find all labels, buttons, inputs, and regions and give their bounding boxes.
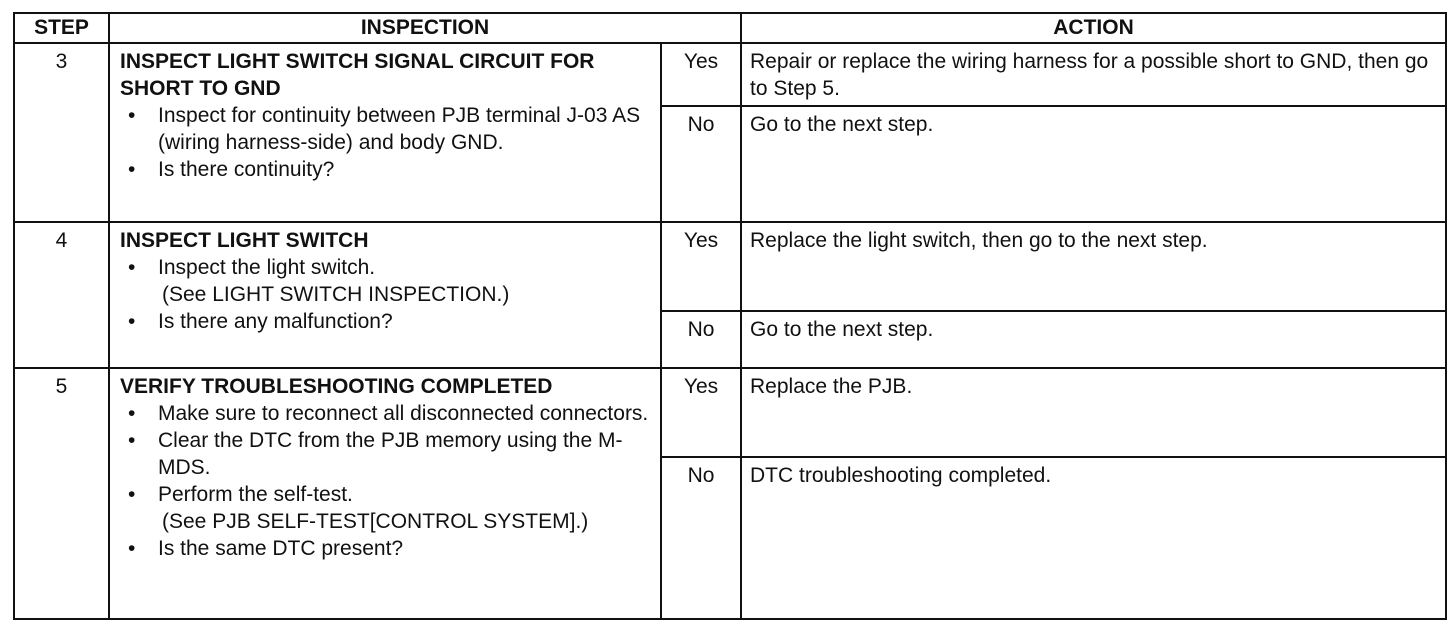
- inspection-cell: INSPECT LIGHT SWITCH • Inspect the light …: [108, 221, 662, 369]
- answer-no: No: [659, 456, 743, 620]
- step-row: 4 INSPECT LIGHT SWITCH • Inspect the ligh…: [13, 221, 1448, 369]
- bullet-item: • Inspect for continuity between PJB term…: [120, 102, 650, 156]
- bullet-text: Inspect for continuity between PJB termi…: [158, 104, 641, 154]
- step-number: 3: [13, 42, 110, 223]
- bullet-item: • Clear the DTC from the PJB memory using…: [120, 427, 650, 481]
- action-text: Replace the PJB.: [740, 367, 1448, 458]
- answer-yes: Yes: [659, 42, 743, 107]
- bullet-item: • Is the same DTC present?: [120, 535, 650, 562]
- action-text: DTC troubleshooting completed.: [740, 456, 1448, 620]
- bullet-text: Is the same DTC present?: [158, 537, 404, 560]
- bullet-item: • Perform the self-test. (See PJB SELF-TES…: [120, 481, 650, 535]
- bullet-glyph: •: [128, 537, 136, 560]
- inspection-cell: VERIFY TROUBLESHOOTING COMPLETED • Make s…: [108, 367, 662, 620]
- header-row: STEP INSPECTION ACTION: [13, 12, 1448, 44]
- bullet-glyph: •: [128, 158, 136, 181]
- bullet-glyph: •: [128, 310, 136, 333]
- bullet-text: Make sure to reconnect all disconnected …: [158, 402, 649, 425]
- answer-no: No: [659, 105, 743, 223]
- header-inspection: INSPECTION: [107, 12, 743, 44]
- bullet-note: (See PJB SELF-TEST[CONTROL SYSTEM].): [162, 510, 589, 533]
- inspection-heading: INSPECT LIGHT SWITCH SIGNAL CIRCUIT FOR …: [120, 50, 595, 100]
- bullet-text: Clear the DTC from the PJB memory using …: [158, 429, 623, 479]
- bullet-text: Inspect the light switch.: [158, 256, 376, 279]
- header-step: STEP: [13, 12, 110, 44]
- action-text: Go to the next step.: [740, 310, 1448, 369]
- bullet-glyph: •: [128, 429, 136, 452]
- troubleshooting-table: STEP INSPECTION ACTION 3 INSPECT LIGHT S…: [13, 12, 1448, 620]
- bullet-item: • Inspect the light switch. (See LIGHT SWI…: [120, 254, 650, 308]
- inspection-heading: VERIFY TROUBLESHOOTING COMPLETED: [120, 375, 553, 398]
- bullet-item: • Is there any malfunction?: [120, 308, 650, 335]
- bullet-item: • Make sure to reconnect all disconnected…: [120, 400, 650, 427]
- bullet-glyph: •: [128, 402, 136, 425]
- result-row: No Go to the next step.: [14, 310, 1448, 369]
- bullet-glyph: •: [128, 483, 136, 506]
- inspection-bullets: • Make sure to reconnect all disconnected…: [120, 400, 650, 562]
- action-text: Repair or replace the wiring harness for…: [740, 42, 1448, 107]
- inspection-bullets: • Inspect for continuity between PJB term…: [120, 102, 650, 183]
- bullet-item: • Is there continuity?: [120, 156, 650, 183]
- bullet-text: Perform the self-test.: [158, 483, 353, 506]
- bullet-glyph: •: [128, 104, 136, 127]
- answer-yes: Yes: [659, 221, 743, 312]
- inspection-cell: INSPECT LIGHT SWITCH SIGNAL CIRCUIT FOR …: [108, 42, 662, 223]
- header-action: ACTION: [740, 12, 1448, 44]
- step-row: 3 INSPECT LIGHT SWITCH SIGNAL CIRCUIT FO…: [13, 42, 1448, 223]
- action-text: Replace the light switch, then go to the…: [740, 221, 1448, 312]
- inspection-heading: INSPECT LIGHT SWITCH: [120, 229, 369, 252]
- answer-yes: Yes: [659, 367, 743, 458]
- bullet-glyph: •: [128, 256, 136, 279]
- step-row: 5 VERIFY TROUBLESHOOTING COMPLETED • Make…: [13, 367, 1448, 620]
- bullet-text: Is there continuity?: [158, 158, 335, 181]
- bullet-note: (See LIGHT SWITCH INSPECTION.): [162, 283, 510, 306]
- step-number: 4: [13, 221, 110, 369]
- answer-no: No: [659, 310, 743, 369]
- result-row: No DTC troubleshooting completed.: [14, 456, 1448, 620]
- action-text: Go to the next step.: [740, 105, 1448, 223]
- inspection-bullets: • Inspect the light switch. (See LIGHT SWI…: [120, 254, 650, 335]
- step-number: 5: [13, 367, 110, 620]
- bullet-text: Is there any malfunction?: [158, 310, 393, 333]
- result-row: No Go to the next step.: [14, 105, 1448, 223]
